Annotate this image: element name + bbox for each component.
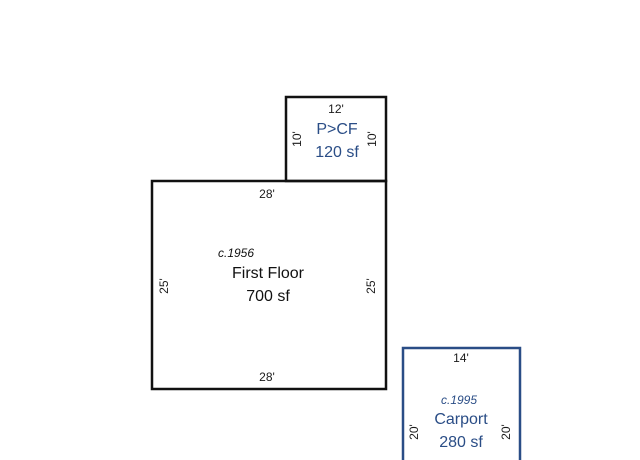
porch-name: P>CF xyxy=(316,121,358,138)
porch-dim-top: 12' xyxy=(328,102,344,116)
first-floor-year: c.1956 xyxy=(218,246,254,260)
first-floor-dim-top: 28' xyxy=(259,187,275,201)
porch-area: 120 sf xyxy=(315,144,359,161)
first-floor-name: First Floor xyxy=(232,265,305,282)
carport-section: 14' 20' 20' c.1995 Carport 280 sf xyxy=(401,346,522,460)
porch-dim-right: 10' xyxy=(365,131,379,147)
carport-year: c.1995 xyxy=(441,393,477,407)
carport-dim-right: 20' xyxy=(499,424,513,440)
carport-dim-top: 14' xyxy=(453,351,469,365)
first-floor-dim-left: 25' xyxy=(157,278,171,294)
carport-dim-left: 20' xyxy=(407,424,421,440)
first-floor-section: 28' 28' 25' 25' c.1956 First Floor 700 s… xyxy=(150,179,388,391)
first-floor-area: 700 sf xyxy=(246,288,290,305)
first-floor-outline xyxy=(150,179,388,391)
porch-section: 12' 10' 10' P>CF 120 sf xyxy=(284,95,388,183)
carport-name: Carport xyxy=(434,411,488,428)
first-floor-dim-bottom: 28' xyxy=(259,370,275,384)
carport-outline xyxy=(401,346,522,460)
first-floor-dim-right: 25' xyxy=(364,278,378,294)
carport-area: 280 sf xyxy=(439,434,483,451)
porch-dim-left: 10' xyxy=(290,131,304,147)
